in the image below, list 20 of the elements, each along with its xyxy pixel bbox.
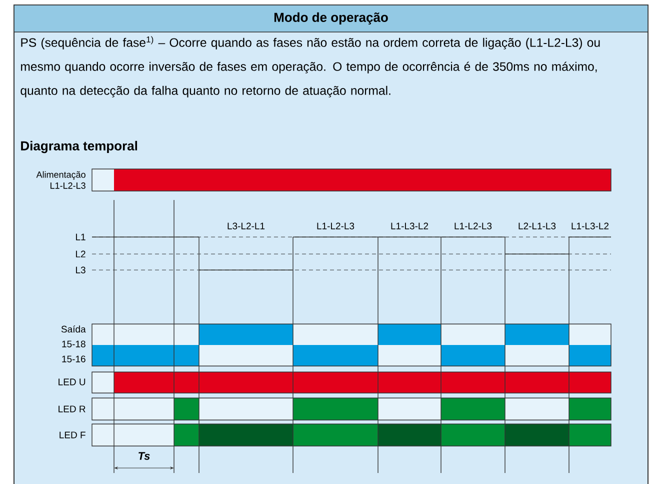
row-label: L2 [76, 250, 86, 258]
phase-sequence-label: L3-L2-L1 [228, 222, 265, 230]
phase-sequence-label: L2-L1-L3 [518, 222, 556, 230]
row-label: LED R [58, 406, 86, 412]
phase-sequence-label: L1-L3-L2 [391, 222, 428, 230]
row-label: L1 [76, 234, 86, 240]
row-label: Alimentação L1-L2-L3 [36, 171, 86, 189]
phase-sequence-label: L1-L2-L3 [454, 222, 492, 230]
section-heading: Diagrama temporal [21, 140, 138, 154]
row-label: LED U [58, 378, 86, 386]
row-label: Saída [61, 325, 86, 333]
time-label: Ts [138, 452, 150, 460]
row-label: 15-16 [62, 356, 86, 362]
row-label: LED F [60, 432, 86, 438]
header-bar: Modo de operação [14, 4, 648, 32]
row-label: 15-18 [62, 340, 86, 348]
paragraph-text: PS (sequência de fase$^{1)}$ – Ocorre quando as fases não estão na ordem correta de ligação (L1-L2-L3) ou mesmo quando ocorre inversão de fases em operação. O tempo de ocorrência é de 350ms no máximo, quanto na detecção da falha quanto no retorno de atuação normal. [20, 36, 600, 98]
phase-sequence-label: L1-L2-L3 [317, 222, 354, 230]
row-label: L3 [76, 266, 86, 274]
phase-sequence-label: L1-L3-L2 [572, 222, 609, 230]
